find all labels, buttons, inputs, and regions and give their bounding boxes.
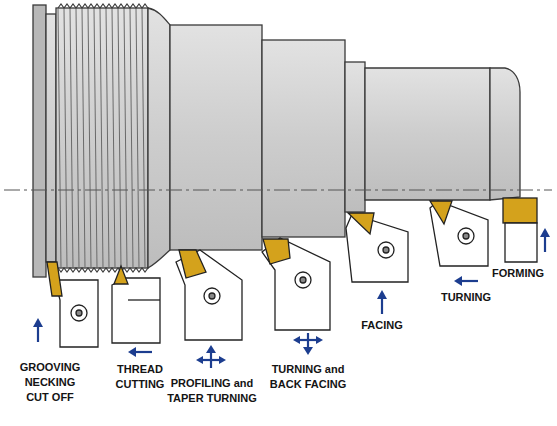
facing-tool-holder <box>346 214 408 282</box>
arrow-head <box>33 318 43 327</box>
thread-profile <box>58 4 148 8</box>
formed-end <box>490 68 520 200</box>
clamp-screw <box>209 293 215 299</box>
thread-line <box>118 8 121 268</box>
feed-arrows <box>33 228 550 368</box>
holder-edge <box>128 299 160 300</box>
facing-insert <box>348 213 374 234</box>
feed-arrow <box>461 280 478 282</box>
thread-section <box>56 8 148 268</box>
turned-end <box>365 68 490 200</box>
neck-groove <box>46 14 56 262</box>
clamp-screw <box>76 310 82 316</box>
arrow-head <box>206 345 216 353</box>
profiling-insert <box>179 250 206 278</box>
tools <box>47 198 537 347</box>
operation-label: TURNING and BACK FACING <box>264 362 352 392</box>
turned-diameter <box>170 25 262 250</box>
arrow-head <box>128 347 136 357</box>
clamp-screw <box>204 288 220 304</box>
operation-label: THREAD CUTTING <box>109 362 171 392</box>
operation-label: FACING <box>352 318 412 333</box>
thread-line <box>94 8 97 268</box>
arrow-head <box>454 276 462 286</box>
feed-arrow <box>381 298 383 314</box>
thread-line <box>82 8 85 268</box>
stepped-diameter <box>262 40 345 237</box>
feed-arrow <box>299 339 317 341</box>
clamp-screw <box>295 272 311 288</box>
clamp-screw <box>383 247 389 253</box>
arrow-head <box>293 336 300 344</box>
thread-line <box>100 8 103 268</box>
grooving-insert <box>47 262 62 296</box>
thread-line <box>58 8 61 268</box>
feed-arrow <box>135 351 152 353</box>
back-facing-insert <box>263 239 290 264</box>
arrow-head <box>377 290 387 299</box>
thread-line <box>130 8 133 268</box>
thread-line <box>112 8 115 268</box>
arrow-head <box>540 228 550 237</box>
thread-line <box>88 8 91 268</box>
arrow-head <box>316 336 323 344</box>
center-line <box>4 190 552 191</box>
thread-lines <box>58 4 148 272</box>
feed-arrow <box>37 326 39 342</box>
clamp-screw <box>378 242 394 258</box>
back-facing-tool-holder <box>262 238 330 330</box>
clamp-screw <box>300 277 306 283</box>
workpiece <box>33 5 520 277</box>
chuck-flange <box>33 5 46 277</box>
forming-tool-holder <box>505 223 537 262</box>
thread-insert <box>114 266 128 284</box>
operation-label: FORMING <box>487 266 549 281</box>
feed-arrow <box>544 236 546 252</box>
forming-insert <box>503 198 537 223</box>
thread-line <box>76 8 79 268</box>
arrow-head <box>303 347 313 355</box>
clamp-screw <box>458 228 474 244</box>
thread-line <box>70 8 73 268</box>
arrow-head <box>219 356 226 364</box>
thread-line <box>124 8 127 268</box>
thread-line <box>106 8 109 268</box>
clamp-screw <box>463 233 469 239</box>
thread-line <box>136 8 139 268</box>
arrow-head <box>196 356 203 364</box>
thread-line <box>142 8 145 268</box>
turning-insert <box>430 201 452 224</box>
operation-label: TURNING <box>434 290 498 305</box>
profiling-tool-holder <box>176 250 242 340</box>
turning-tool-holder <box>430 201 488 266</box>
thread-profile <box>58 268 148 272</box>
operation-label: PROFILING and TAPER TURNING <box>162 376 262 406</box>
thread-tool-holder <box>112 278 160 343</box>
operation-label: GROOVING NECKING CUT OFF <box>17 360 83 405</box>
clamp-screw <box>71 305 87 321</box>
thread-line <box>64 8 67 268</box>
profiled-shoulder <box>148 8 170 268</box>
feed-arrow <box>202 359 220 361</box>
